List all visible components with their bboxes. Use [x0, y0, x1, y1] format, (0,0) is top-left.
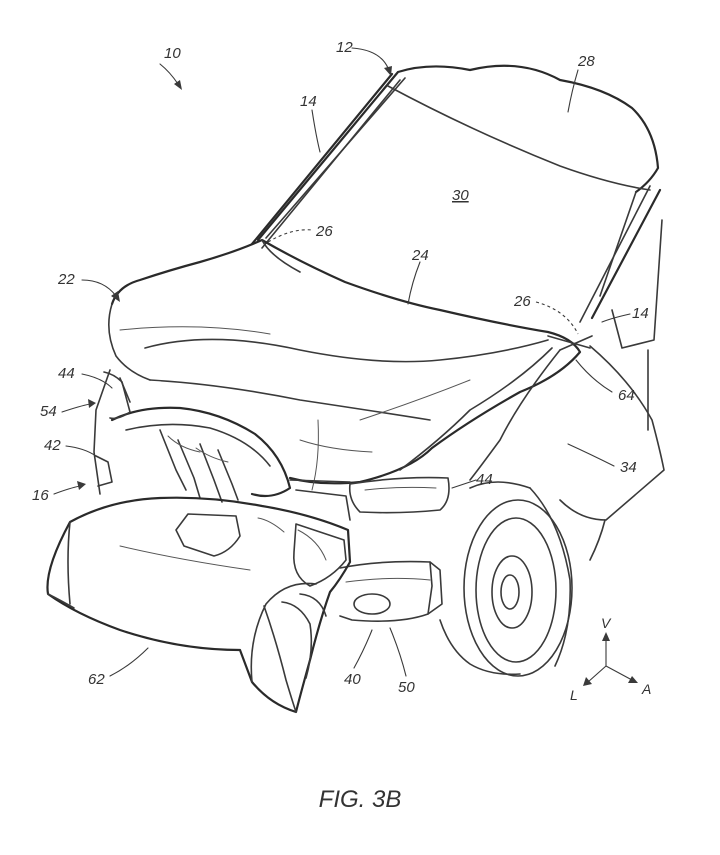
figure-caption: FIG. 3B [318, 786, 402, 813]
windshield-airbag [256, 64, 660, 297]
axis-l-label: L [570, 687, 578, 703]
ref-62: 62 [88, 671, 105, 688]
ref-14-left: 14 [300, 93, 317, 110]
ref-26-right: 26 [513, 293, 531, 310]
ref-64: 64 [618, 387, 635, 404]
ref-42: 42 [44, 437, 61, 454]
leader-lines [53, 47, 631, 677]
right-headlight [289, 476, 450, 521]
left-front-corner [93, 369, 131, 495]
axis-a-label: A [641, 681, 651, 697]
reference-numerals: 10 12 14 28 30 26 24 22 26 14 64 44 54 4… [32, 39, 651, 703]
ref-22: 22 [57, 271, 75, 288]
ref-16: 16 [32, 487, 49, 504]
axes-indicator [583, 632, 638, 686]
ref-26-left: 26 [315, 223, 333, 240]
front-wheel [439, 481, 573, 677]
vehicle-body-side [469, 335, 665, 561]
front-bumper [339, 560, 443, 622]
bumper-airbag [46, 496, 352, 714]
a-pillar-left [250, 72, 401, 249]
ref-10: 10 [164, 45, 181, 62]
ref-12: 12 [336, 39, 353, 56]
ref-14-right: 14 [632, 305, 649, 322]
ref-28: 28 [577, 53, 595, 70]
hood-airbag [108, 238, 591, 491]
ref-40: 40 [344, 671, 361, 688]
a-pillar-right [579, 185, 663, 349]
axis-v-label: V [601, 615, 612, 631]
ref-24: 24 [411, 247, 429, 264]
ref-44-left: 44 [58, 365, 75, 382]
ref-54: 54 [40, 403, 57, 420]
ref-50: 50 [398, 679, 415, 696]
ref-30: 30 [452, 187, 469, 204]
ref-44-right: 44 [476, 471, 493, 488]
front-grille-airbag [110, 406, 292, 503]
ref-34: 34 [620, 459, 637, 476]
